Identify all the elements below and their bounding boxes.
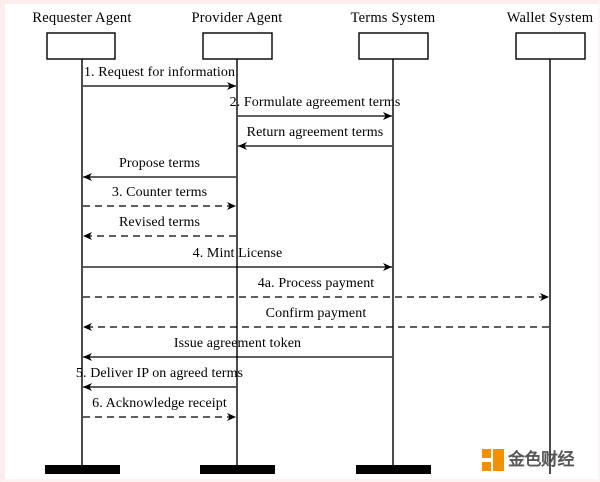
participant-box-terms: [358, 32, 429, 60]
message-arrows-group: [83, 82, 549, 421]
message-label-4: Propose terms: [118, 156, 201, 171]
message-label-8: 4a. Process payment: [257, 276, 375, 291]
message-label-10: Issue agreement token: [173, 336, 302, 351]
message-label-2: 2. Formulate agreement terms: [229, 95, 401, 110]
message-label-11: 5. Deliver IP on agreed terms: [75, 366, 244, 381]
participant-box-wallet: [515, 32, 586, 60]
participant-label-requester: Requester Agent: [32, 10, 132, 26]
participant-footbar-terms: [356, 465, 431, 474]
sequence-diagram-svg: [45, 32, 586, 474]
watermark-text: 金色财经: [508, 449, 575, 470]
message-label-5: 3. Counter terms: [111, 185, 208, 200]
participant-head-boxes: [46, 32, 586, 60]
message-label-9: Confirm payment: [265, 306, 367, 321]
message-label-1: 1. Request for information: [83, 65, 236, 80]
participant-box-requester: [46, 32, 116, 60]
participant-box-provider: [202, 32, 273, 60]
message-label-7: 4. Mint License: [192, 246, 283, 261]
participant-label-provider: Provider Agent: [191, 10, 283, 26]
participant-label-wallet: Wallet System: [506, 10, 594, 26]
participant-footbar-requester: [45, 465, 120, 474]
watermark: 金色财经: [482, 445, 594, 475]
message-label-12: 6. Acknowledge receipt: [92, 396, 227, 411]
jinse-finance-logo-icon: [482, 449, 504, 471]
participant-footbar-provider: [200, 465, 275, 474]
participant-label-terms: Terms System: [350, 10, 436, 26]
participant-foot-bars: [45, 465, 431, 474]
message-label-3: Return agreement terms: [246, 125, 384, 140]
lifelines-group: [81, 59, 551, 474]
message-label-6: Revised terms: [118, 215, 201, 230]
